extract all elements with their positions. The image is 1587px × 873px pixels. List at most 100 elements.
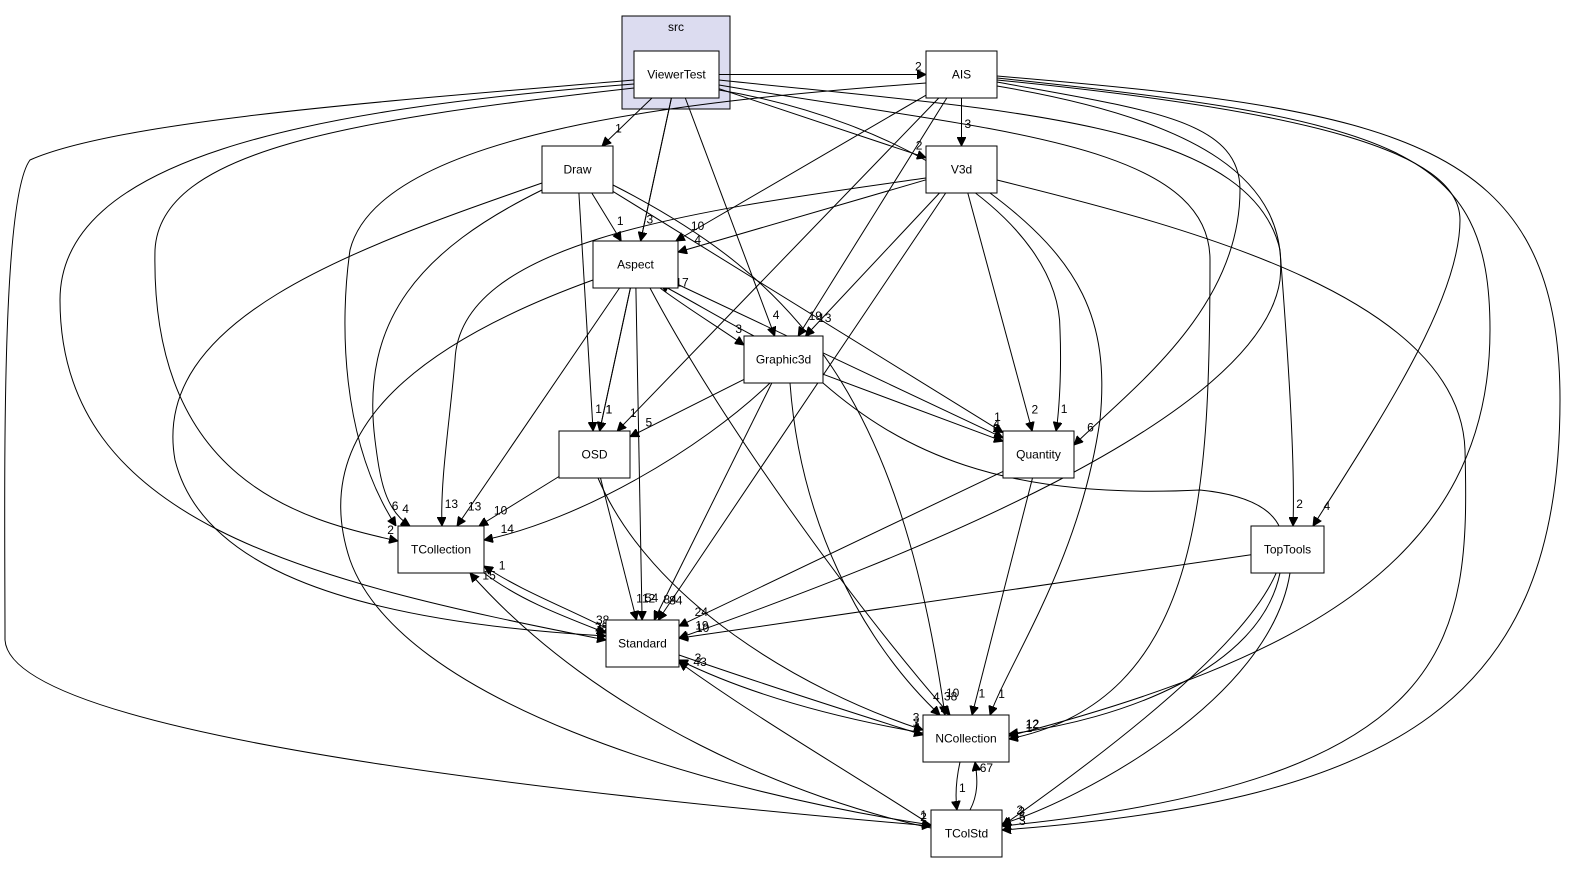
edge-label-graphic3d-to-aspect: 17	[675, 276, 689, 290]
edge-label-viewertest-to-tcollection: 2	[387, 523, 394, 537]
node-box-quantity[interactable]	[1002, 430, 1075, 479]
edge-viewertest-to-graphic3d	[684, 97, 774, 336]
edge-aspect-to-standard	[635, 287, 642, 620]
edge-v3d-to-standard	[658, 192, 947, 620]
node-label-ncollection: NCollection	[935, 732, 996, 746]
node-box-aspect[interactable]	[592, 240, 679, 289]
edge-label-aspect-to-tcolstd: 1	[920, 808, 927, 822]
edge-graphic3d-to-aspect	[660, 284, 755, 337]
node-box-toptools[interactable]	[1250, 525, 1325, 574]
edges-layer	[4, 75, 1561, 831]
node-graphic3d[interactable]: Graphic3d	[743, 335, 824, 384]
edge-label-v3d-to-ncollection: 1	[998, 687, 1005, 701]
node-label-viewertest: ViewerTest	[647, 68, 706, 82]
edge-label-viewertest-to-aspect: 3	[647, 212, 654, 226]
node-box-draw[interactable]	[541, 145, 614, 194]
node-viewertest[interactable]: ViewerTest	[633, 50, 720, 99]
edge-label-aspect-to-osd: 1	[606, 402, 613, 416]
node-ncollection[interactable]: NCollection	[922, 714, 1010, 763]
edge-graphic3d-to-tcolstd	[822, 382, 1284, 826]
edge-viewertest-to-ncollection	[718, 84, 1211, 739]
node-label-quantity: Quantity	[1016, 448, 1061, 462]
edge-label-quantity-to-standard: 24	[695, 605, 709, 619]
edge-label-aspect-to-quantity: 4	[993, 417, 1000, 431]
edge-viewertest-to-v3d	[718, 88, 926, 158]
node-box-graphic3d[interactable]	[743, 335, 824, 384]
edge-toptools-to-ncollection	[1009, 572, 1281, 734]
edge-aspect-to-tcollection	[457, 287, 620, 526]
edge-draw-to-ncollection	[612, 184, 945, 715]
edge-graphic3d-to-standard	[654, 382, 773, 620]
node-tcolstd[interactable]: TColStd	[930, 809, 1003, 858]
node-label-standard: Standard	[618, 637, 667, 651]
node-box-v3d[interactable]	[925, 145, 998, 194]
edge-label-toptools-to-tcolstd: 3	[1018, 805, 1025, 819]
edge-v3d-to-ncollection	[990, 192, 1103, 715]
edge-viewertest-to-quantity	[718, 89, 1061, 431]
node-toptools[interactable]: TopTools	[1250, 525, 1325, 574]
edge-label-ncollection-to-standard: 3	[695, 651, 702, 665]
node-label-draw: Draw	[563, 163, 591, 177]
edge-draw-to-quantity	[612, 190, 1003, 432]
node-quantity[interactable]: Quantity	[1002, 430, 1075, 479]
edge-label-draw-to-ncollection: 10	[946, 686, 960, 700]
node-box-viewertest[interactable]	[633, 50, 720, 99]
edge-label-draw-to-quantity: 1	[994, 410, 1001, 424]
node-standard[interactable]: Standard	[605, 619, 680, 668]
edge-label-ais-to-graphic3d: 19	[809, 309, 823, 323]
edge-ais-to-tcolstd	[996, 75, 1561, 830]
node-label-tcollection: TCollection	[411, 543, 471, 557]
node-label-ais: AIS	[952, 68, 971, 82]
node-box-tcollection[interactable]	[397, 525, 485, 574]
node-box-tcolstd[interactable]	[930, 809, 1003, 858]
node-v3d[interactable]: V3d	[925, 145, 998, 194]
node-box-ncollection[interactable]	[922, 714, 1010, 763]
edge-draw-to-aspect	[591, 192, 621, 241]
edge-graphic3d-to-quantity	[822, 373, 1003, 441]
edge-draw-to-tcollection	[372, 189, 543, 526]
edge-aspect-to-quantity	[677, 284, 1003, 438]
edge-aspect-to-osd	[600, 287, 631, 431]
edge-viewertest-to-tcollection	[154, 87, 635, 541]
edge-ais-to-ncollection	[996, 77, 1491, 736]
edge-viewertest-to-draw	[602, 97, 653, 146]
edge-tcolstd-to-ncollection	[969, 762, 977, 811]
node-box-ais[interactable]	[925, 50, 998, 99]
edge-label-ais-to-ncollection: 12	[1026, 717, 1040, 731]
edge-aspect-to-ncollection	[649, 287, 950, 715]
edge-tcolstd-to-tcollection	[470, 573, 932, 829]
edge-label-draw-to-standard: 38	[595, 620, 609, 634]
edge-label-viewertest-to-ncollection: 1	[1026, 721, 1033, 735]
node-label-graphic3d: Graphic3d	[756, 353, 811, 367]
edge-label-ais-to-v3d: 3	[965, 117, 972, 131]
node-aspect[interactable]: Aspect	[592, 240, 679, 289]
edge-label-tcolstd-to-standard: 43	[693, 655, 707, 669]
node-draw[interactable]: Draw	[541, 145, 614, 194]
edge-quantity-to-standard	[679, 470, 1004, 626]
edge-label-draw-to-aspect: 1	[617, 214, 624, 228]
edge-label-aspect-to-ncollection: 38	[944, 689, 958, 703]
edge-label-aspect-to-standard: 54	[645, 591, 659, 605]
edge-graphic3d-to-osd	[630, 378, 745, 436]
node-osd[interactable]: OSD	[558, 430, 631, 479]
node-box-standard[interactable]	[605, 619, 680, 668]
edge-label-ais-to-tcollection: 6	[392, 499, 399, 513]
edge-v3d-to-aspect	[678, 179, 927, 252]
edge-label-graphic3d-to-osd: 5	[646, 415, 653, 429]
node-label-toptools: TopTools	[1264, 543, 1311, 557]
edge-label-tcolstd-to-tcollection: 15	[482, 568, 496, 582]
node-box-osd[interactable]	[558, 430, 631, 479]
edge-graphic3d-to-ncollection	[789, 382, 940, 715]
edge-aspect-to-tcolstd	[340, 279, 931, 825]
edge-ais-to-quantity	[996, 81, 1241, 445]
edge-standard-to-ncollection	[678, 654, 923, 735]
edge-viewertest-to-tcolstd	[4, 79, 931, 826]
edge-label-ais-to-aspect: 10	[691, 219, 705, 233]
edge-quantity-to-ncollection	[972, 477, 1033, 715]
node-ais[interactable]: AIS	[925, 50, 998, 99]
edge-draw-to-standard	[172, 182, 606, 636]
node-tcollection[interactable]: TCollection	[397, 525, 485, 574]
edge-label-graphic3d-to-quantity: 6	[993, 421, 1000, 435]
